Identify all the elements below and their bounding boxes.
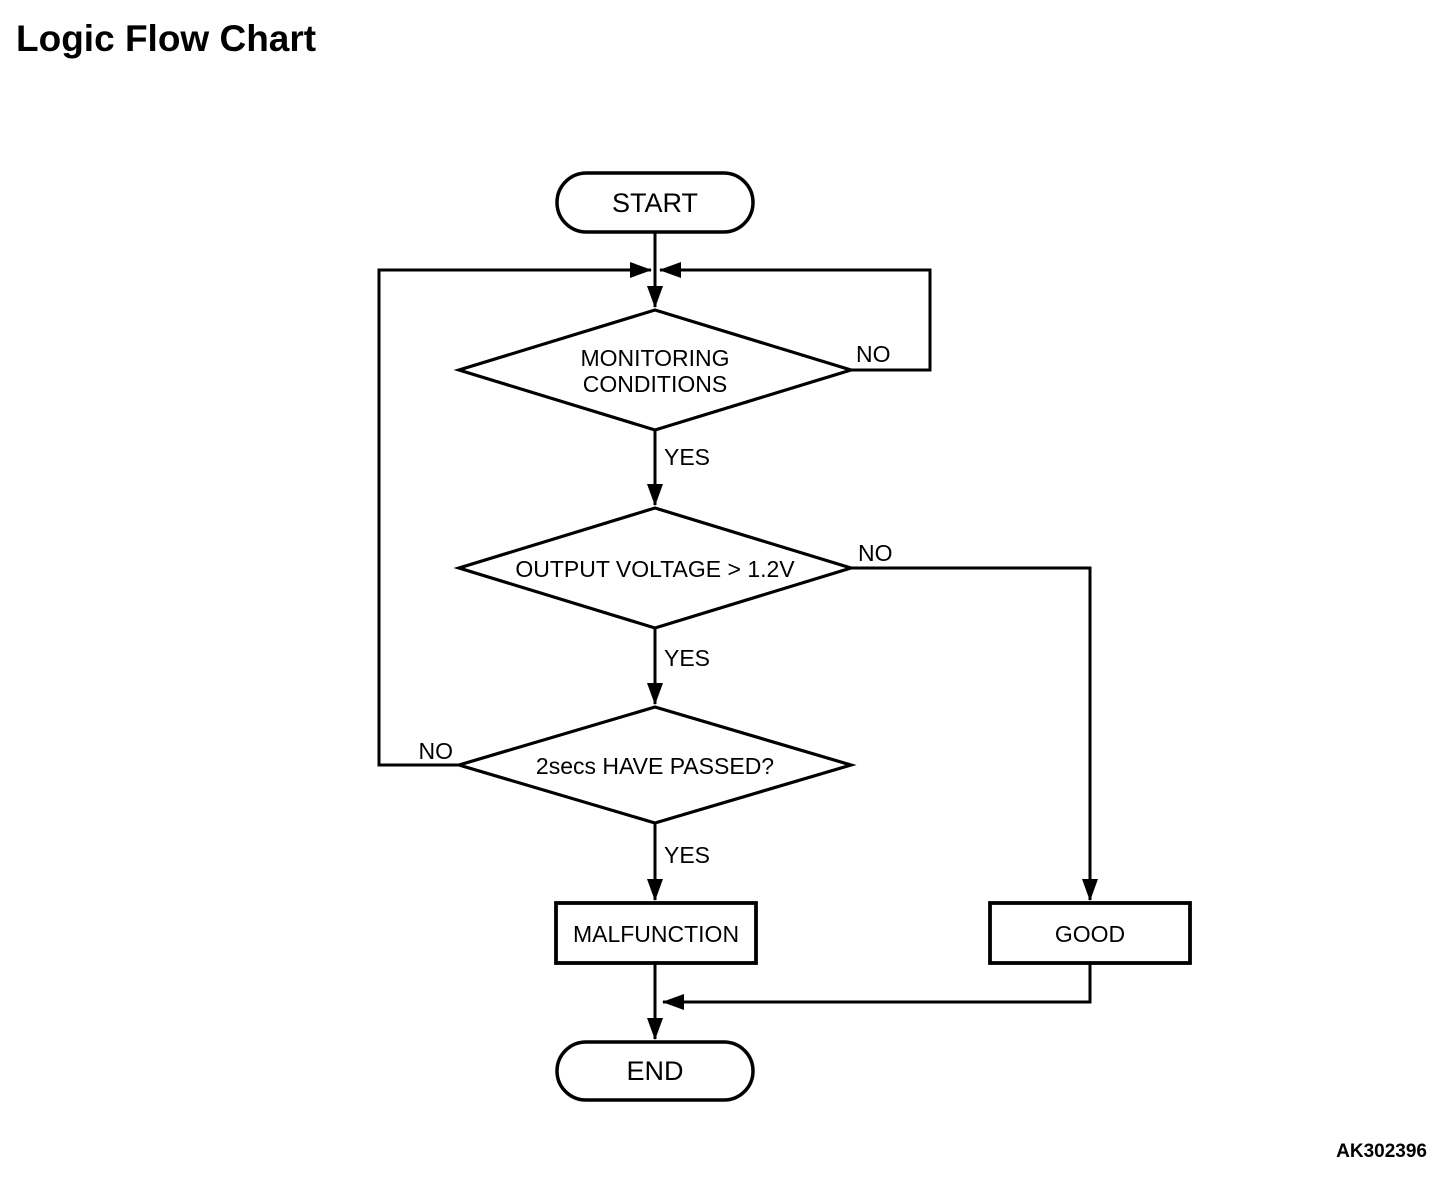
end-label: END	[626, 1056, 683, 1086]
connector-timer-no-loop	[377, 262, 652, 767]
start-label: START	[612, 188, 698, 218]
decision-2secs-passed	[453, 705, 857, 825]
decision-timer-label: 2secs HAVE PASSED?	[536, 753, 774, 779]
timer-no-label: NO	[419, 738, 454, 764]
end-node	[555, 1040, 755, 1102]
decision-voltage-label: OUTPUT VOLTAGE > 1.2V	[515, 556, 795, 582]
malfunction-label: MALFUNCTION	[573, 921, 739, 947]
monitoring-yes-label: YES	[664, 444, 710, 470]
decision-output-voltage	[453, 506, 857, 630]
voltage-yes-label: YES	[664, 645, 710, 671]
start-node	[555, 171, 755, 234]
voltage-no-label: NO	[858, 540, 893, 566]
nodes	[453, 171, 1192, 1102]
connectors	[377, 232, 1098, 1040]
connector-good-merge	[662, 963, 1092, 1010]
malfunction-node	[554, 901, 758, 965]
page-title: Logic Flow Chart	[16, 18, 317, 59]
good-node	[988, 901, 1192, 965]
good-label: GOOD	[1055, 921, 1125, 947]
figure-code: AK302396	[1336, 1141, 1427, 1162]
timer-yes-label: YES	[664, 842, 710, 868]
connector-monitoring-no-loop	[659, 262, 932, 372]
decision-monitoring-label-line2: CONDITIONS	[583, 371, 727, 397]
decision-monitoring-conditions	[453, 308, 857, 432]
node-labels: START MONITORING CONDITIONS OUTPUT VOLTA…	[515, 188, 1125, 1086]
edge-labels: NO YES NO YES NO YES	[419, 341, 893, 868]
monitoring-no-label: NO	[856, 341, 891, 367]
decision-monitoring-label-line1: MONITORING	[580, 345, 729, 371]
connector-voltage-no-to-good	[851, 566, 1098, 901]
